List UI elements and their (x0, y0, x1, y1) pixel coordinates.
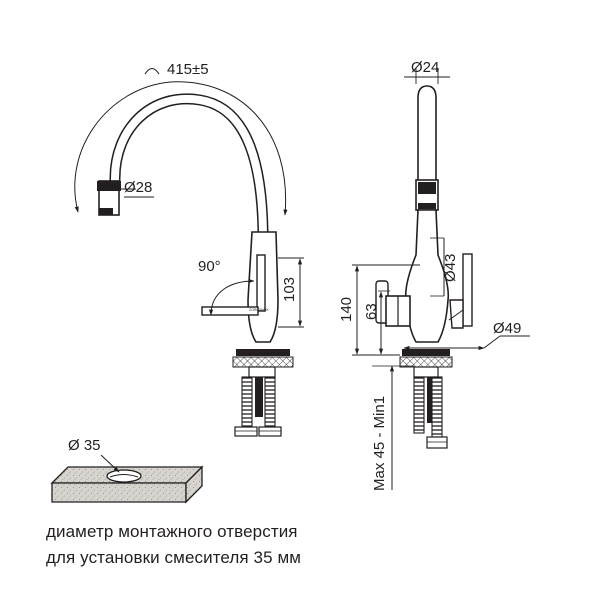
mounting-hole (106, 469, 142, 483)
swivel-angle-label: 90° (198, 258, 221, 275)
top-diameter-label: Ø24 (411, 59, 439, 76)
mounting-plate (50, 454, 204, 504)
side-view (352, 68, 530, 490)
reach-arc (74, 81, 288, 216)
side-mount-stud (413, 366, 439, 378)
outlet-diameter-label: Ø28 (124, 179, 152, 196)
caption-line-2: для установки смесителя 35 мм (46, 548, 302, 567)
base-gasket (232, 356, 294, 368)
side-hose-right (431, 376, 443, 438)
swivel-arc (208, 278, 255, 316)
hose-right (264, 376, 276, 428)
reach-arc-symbol (144, 67, 160, 75)
body-diameter-label: Ø43 (442, 254, 459, 282)
side-body (404, 209, 450, 343)
hole-leader (100, 454, 120, 473)
lever-height-label: 103 (281, 277, 298, 302)
hose-left (241, 376, 253, 428)
brand-mark: ZORG/INOX (249, 308, 269, 312)
hose-center (255, 377, 263, 417)
base-flange (236, 349, 290, 356)
worktop-thickness-label: Max 45 - Min1 (371, 396, 388, 491)
side-right-handle (462, 253, 473, 327)
side-hose-center (427, 377, 435, 423)
pullout-head-band (97, 181, 121, 191)
plate-side (185, 465, 203, 504)
side-base-gasket (399, 356, 453, 368)
spout-inner (111, 94, 267, 233)
reach-label: 415±5 (167, 61, 209, 78)
side-spout (417, 85, 437, 208)
front-view (74, 67, 304, 437)
total-height-label: 140 (338, 297, 355, 322)
dim-49-leader (483, 335, 501, 349)
caption-line-1: диаметр монтажного отверстия (46, 522, 298, 541)
plate-front (51, 482, 187, 503)
handle-height-label: 63 (363, 303, 380, 320)
mount-stud (248, 366, 276, 378)
base-diameter-label: Ø49 (493, 320, 521, 337)
side-hose-left (413, 376, 425, 434)
lever-handle (256, 254, 266, 312)
pullout-nozzle (99, 208, 113, 215)
hole-diameter-label: Ø 35 (68, 437, 101, 454)
side-base-flange (402, 349, 450, 356)
side-right-lever (449, 299, 464, 329)
